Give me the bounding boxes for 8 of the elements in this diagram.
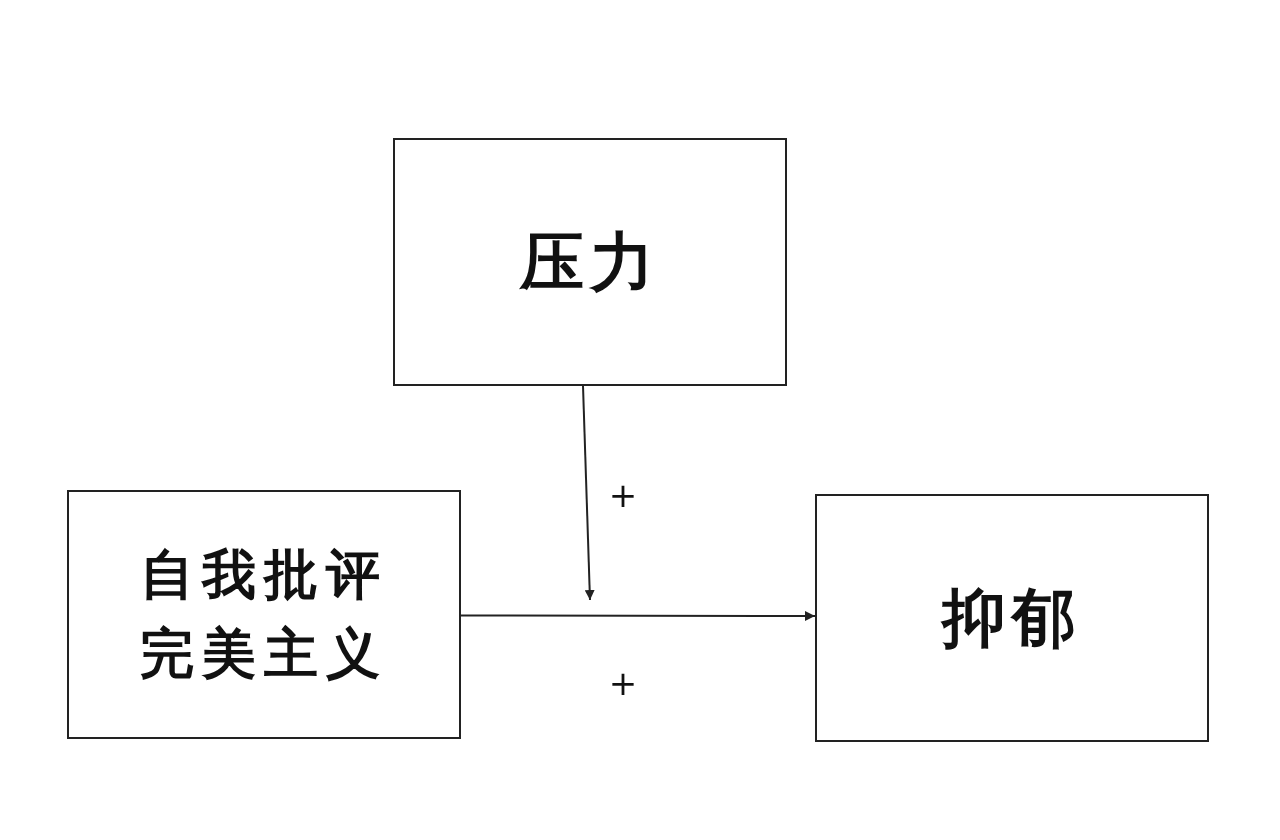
- concept-box: [815, 494, 1209, 742]
- box-label: 压力: [518, 223, 661, 301]
- arrow: [460, 611, 816, 621]
- concept-box: [393, 138, 787, 386]
- concept-box: [67, 490, 461, 739]
- box-label: 抑郁: [940, 579, 1083, 657]
- arrow: [582, 385, 595, 601]
- box-label: 自我批评完美主义: [139, 542, 389, 687]
